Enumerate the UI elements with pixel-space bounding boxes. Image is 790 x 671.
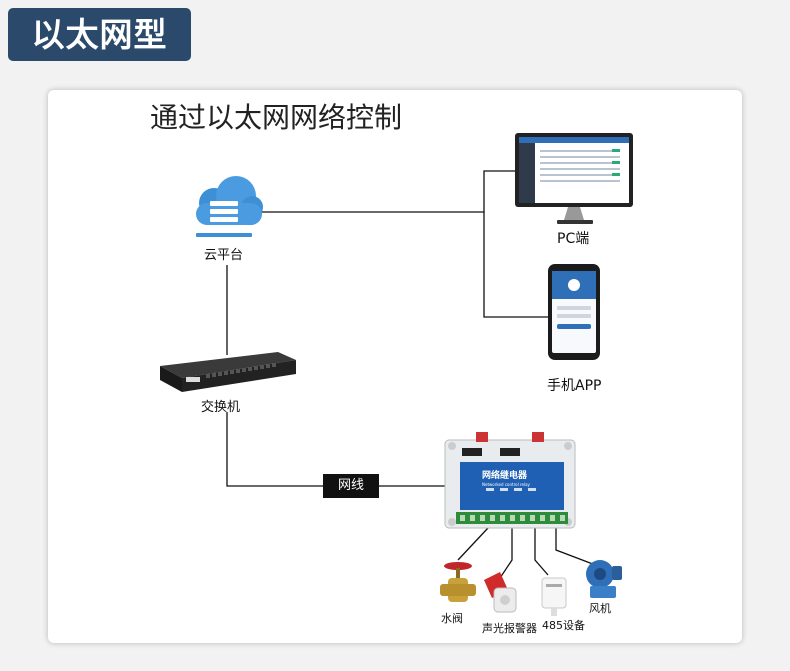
relay-subtitle: Networked control relay: [482, 482, 531, 487]
alarm-label: 声光报警器: [482, 622, 537, 635]
cloud-icon: [196, 176, 263, 237]
relay-title: 网络继电器: [482, 469, 528, 481]
connection-lines: [226, 170, 599, 579]
switch-icon: [160, 352, 296, 392]
alarm-icon: [484, 572, 517, 613]
pc-label: PC端: [557, 231, 590, 247]
line-relay-alarm: [499, 528, 513, 579]
valve-label: 水阀: [441, 612, 463, 625]
line-relay-485: [534, 528, 549, 576]
valve-icon: [440, 562, 476, 602]
line-cloud-pc: [256, 170, 516, 213]
line-branch-phone: [483, 212, 548, 318]
page-title: 以太网型: [8, 8, 191, 61]
phone-icon: [548, 264, 600, 360]
switch-label: 交换机: [201, 400, 241, 415]
fan-icon: [586, 560, 622, 598]
phone-label: 手机APP: [547, 378, 602, 394]
diagram-heading: 通过以太网网络控制: [150, 101, 403, 134]
sensor-icon: [541, 577, 567, 616]
device485-label: 485设备: [542, 619, 585, 632]
line-relay-valve: [457, 527, 489, 561]
relay-icon: [444, 432, 576, 529]
line-relay-fan: [555, 528, 599, 567]
pc-monitor-icon: [515, 133, 633, 224]
fan-label: 风机: [589, 602, 611, 615]
cloud-label: 云平台: [204, 248, 244, 263]
cable-label: 网线: [323, 474, 379, 498]
